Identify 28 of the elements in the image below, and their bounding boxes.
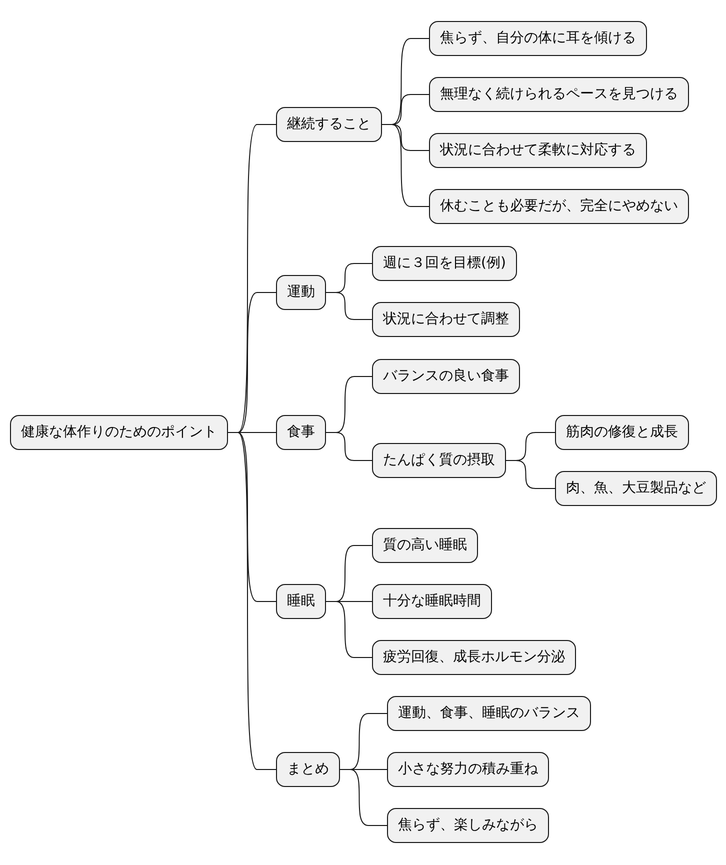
topic-box: 焦らず、楽しみながら <box>387 808 549 843</box>
topic-box: 週に３回を目標(例) <box>372 246 517 281</box>
topic-box: 状況に合わせて調整 <box>372 302 520 337</box>
topic-box: 肉、魚、大豆製品など <box>555 471 717 506</box>
connector-line <box>326 601 372 658</box>
topic-box: 疲労回復、成長ホルモン分泌 <box>372 640 576 675</box>
topic-box: バランスの良い食事 <box>372 359 520 394</box>
topic-box: 焦らず、自分の体に耳を傾ける <box>429 21 647 56</box>
topic-box: 小さな努力の積み重ね <box>387 752 549 787</box>
topic-box: 休むことも必要だが、完全にやめない <box>429 189 689 224</box>
connector-line <box>382 124 430 207</box>
topic-box: 十分な睡眠時間 <box>372 584 492 619</box>
topic-box: 食事 <box>276 415 326 450</box>
topic-box: 無理なく続けられるペースを見つける <box>429 77 689 112</box>
topic-box: 状況に合わせて柔軟に対応する <box>429 133 647 168</box>
connector-line <box>326 432 372 461</box>
topic-box: まとめ <box>276 752 340 787</box>
topic-box: 睡眠 <box>276 584 326 619</box>
topic-box: 筋肉の修復と成長 <box>555 415 689 450</box>
topic-box: 運動、食事、睡眠のバランス <box>387 696 591 731</box>
topic-box: 運動 <box>276 275 326 310</box>
topic-box: 質の高い睡眠 <box>372 528 478 563</box>
connector-line <box>326 292 372 320</box>
topic-box: 健康な体作りのためのポイント <box>10 415 228 450</box>
connector-line <box>506 460 556 489</box>
topic-box: 継続すること <box>276 107 382 142</box>
topic-box: たんぱく質の摂取 <box>372 443 506 478</box>
connector-line <box>340 769 388 826</box>
